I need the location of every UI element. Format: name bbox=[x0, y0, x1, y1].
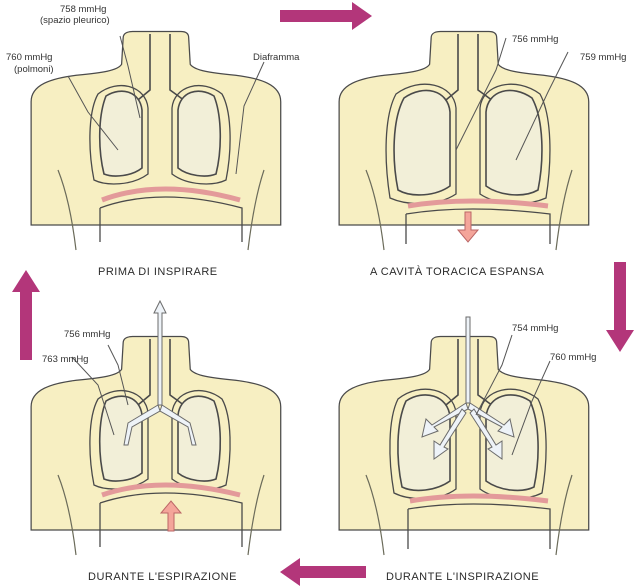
cycle-arrow-left bbox=[280, 558, 366, 586]
right-lung bbox=[178, 91, 220, 176]
label-760-bottom: 760 mmHg bbox=[550, 352, 596, 363]
airflow-in-arrow bbox=[466, 317, 470, 403]
caption-durante-inspirazione: DURANTE L'INSPIRAZIONE bbox=[386, 571, 539, 583]
cycle-arrow-down bbox=[606, 262, 634, 352]
label-spazio-pleurico: (spazio pleurico) bbox=[40, 15, 110, 26]
cycle-arrow-up bbox=[12, 270, 40, 360]
label-754: 754 mmHg bbox=[512, 323, 558, 334]
label-polmoni: (polmoni) bbox=[14, 64, 54, 75]
panel-before-inhale bbox=[31, 32, 281, 250]
torso-shape bbox=[31, 337, 281, 530]
caption-prima-di-inspirare: PRIMA DI INSPIRARE bbox=[98, 266, 218, 278]
cycle-arrow-right bbox=[280, 2, 372, 30]
left-lung bbox=[394, 90, 450, 194]
caption-cavita-espansa: A CAVITÀ TORACICA ESPANSA bbox=[370, 265, 544, 278]
label-759: 759 mmHg bbox=[580, 52, 626, 63]
torso-shape bbox=[339, 337, 589, 530]
label-763: 763 mmHg bbox=[42, 354, 88, 365]
right-lung bbox=[486, 90, 542, 194]
label-760: 760 mmHg bbox=[6, 52, 52, 63]
caption-durante-espirazione: DURANTE L'ESPIRAZIONE bbox=[88, 571, 237, 583]
left-lung bbox=[100, 91, 142, 176]
torso-shape bbox=[339, 32, 589, 225]
label-diaframma: Diaframma bbox=[253, 52, 300, 63]
label-756-top: 756 mmHg bbox=[512, 34, 558, 45]
panel-expanded-cavity bbox=[339, 32, 589, 250]
torso-shape bbox=[31, 32, 281, 225]
label-758: 758 mmHg bbox=[60, 4, 106, 15]
label-756-bottom: 756 mmHg bbox=[64, 329, 110, 340]
right-lung bbox=[178, 396, 220, 481]
